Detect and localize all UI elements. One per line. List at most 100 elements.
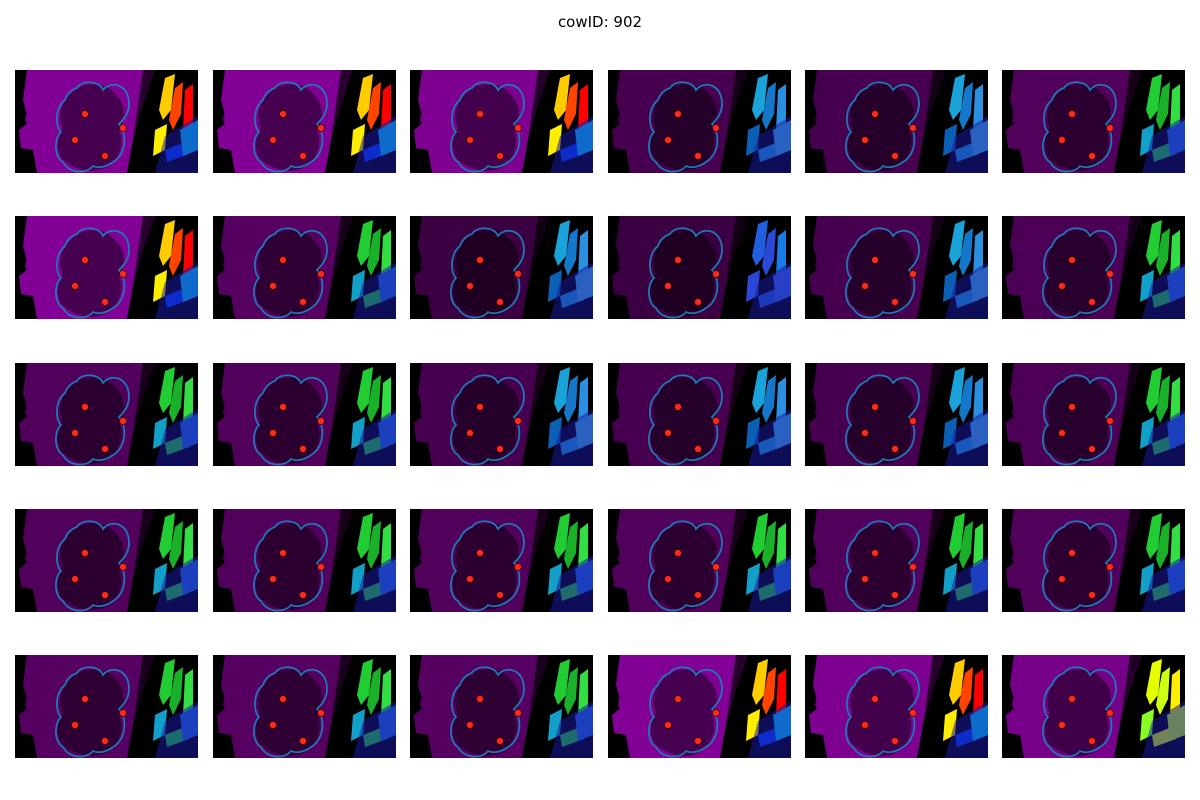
keypoint-marker — [871, 256, 879, 264]
region-of-interest-outline — [55, 81, 130, 173]
region-of-interest-outline — [450, 227, 525, 319]
region-of-interest-outline — [845, 520, 920, 612]
keypoint-marker — [269, 429, 277, 437]
keypoint-marker — [299, 445, 307, 453]
keypoint-marker — [514, 270, 522, 278]
cow-body-region — [1044, 523, 1111, 610]
floor-shadow — [1142, 701, 1185, 758]
floor-shadow — [945, 701, 988, 758]
shadow-gap — [1114, 655, 1152, 758]
floor-shadow — [550, 701, 593, 758]
colored-region — [959, 375, 973, 423]
floor-patch — [420, 655, 462, 721]
colored-region — [752, 659, 768, 705]
cow-body-region — [57, 84, 124, 171]
depth-image-panel — [213, 363, 396, 466]
colored-region — [367, 228, 381, 276]
shadow-gap — [522, 70, 560, 173]
colored-region — [762, 521, 776, 569]
keypoint-marker — [871, 403, 879, 411]
keypoint-marker — [496, 152, 504, 160]
depth-image-panel — [15, 363, 198, 466]
keypoint-marker — [664, 136, 672, 144]
keypoint-marker — [712, 563, 720, 571]
keypoint-marker — [71, 721, 79, 729]
cow-body-region — [255, 377, 322, 464]
region-of-interest-outline — [648, 666, 723, 758]
colored-region — [357, 659, 373, 705]
depth-image-panel — [15, 655, 198, 758]
keypoint-marker — [1088, 298, 1096, 306]
keypoint-marker — [891, 737, 899, 745]
keypoint-marker — [712, 124, 720, 132]
depth-image-panel — [213, 655, 396, 758]
colored-region — [949, 367, 965, 413]
region-of-interest-outline — [845, 81, 920, 173]
keypoint-marker — [81, 110, 89, 118]
keypoint-marker — [664, 282, 672, 290]
floor-shadow — [353, 701, 396, 758]
floor-patch — [25, 509, 67, 575]
shadow-gap — [127, 70, 165, 173]
shadow-gap — [522, 363, 560, 466]
keypoint-marker — [891, 152, 899, 160]
colored-region — [357, 74, 373, 120]
keypoint-marker — [466, 136, 474, 144]
keypoint-marker — [891, 591, 899, 599]
colored-region — [554, 220, 570, 266]
floor-shadow — [945, 116, 988, 173]
depth-image-panel — [1002, 655, 1185, 758]
keypoint-marker — [299, 298, 307, 306]
floor-shadow — [550, 555, 593, 612]
keypoint-marker — [476, 695, 484, 703]
keypoint-marker — [1088, 591, 1096, 599]
floor-shadow — [945, 555, 988, 612]
keypoint-marker — [891, 298, 899, 306]
keypoint-marker — [299, 737, 307, 745]
shadow-gap — [325, 509, 363, 612]
keypoint-marker — [712, 417, 720, 425]
shadow-gap — [127, 216, 165, 319]
depth-image-panel — [805, 509, 988, 612]
colored-region — [159, 659, 175, 705]
region-of-interest-outline — [450, 374, 525, 466]
cow-body-region — [255, 84, 322, 171]
depth-image-panel — [213, 509, 396, 612]
cow-body-region — [847, 523, 914, 610]
region-of-interest-outline — [648, 81, 723, 173]
shadow-gap — [325, 70, 363, 173]
cow-body-region — [452, 230, 519, 317]
keypoint-marker — [861, 429, 869, 437]
keypoint-marker — [71, 282, 79, 290]
shadow-gap — [1114, 363, 1152, 466]
shadow-gap — [127, 655, 165, 758]
floor-shadow — [748, 555, 791, 612]
floor-patch — [420, 70, 462, 136]
colored-region — [1146, 367, 1162, 413]
cow-body-region — [650, 669, 717, 756]
keypoint-marker — [694, 445, 702, 453]
cow-body-region — [255, 523, 322, 610]
colored-region — [1146, 220, 1162, 266]
keypoint-marker — [514, 709, 522, 717]
keypoint-marker — [712, 709, 720, 717]
keypoint-marker — [466, 282, 474, 290]
cow-body-region — [452, 523, 519, 610]
region-of-interest-outline — [1042, 227, 1117, 319]
colored-region — [159, 513, 175, 559]
cow-body-region — [1044, 230, 1111, 317]
keypoint-marker — [1106, 563, 1114, 571]
cow-body-region — [847, 230, 914, 317]
region-of-interest-outline — [845, 374, 920, 466]
cow-body-region — [1044, 669, 1111, 756]
keypoint-marker — [279, 110, 287, 118]
keypoint-marker — [694, 152, 702, 160]
depth-image-panel — [213, 70, 396, 173]
region-of-interest-outline — [648, 520, 723, 612]
colored-region — [564, 82, 578, 130]
colored-region — [762, 667, 776, 715]
floor-shadow — [1142, 116, 1185, 173]
depth-image-panel — [15, 70, 198, 173]
colored-region — [159, 74, 175, 120]
